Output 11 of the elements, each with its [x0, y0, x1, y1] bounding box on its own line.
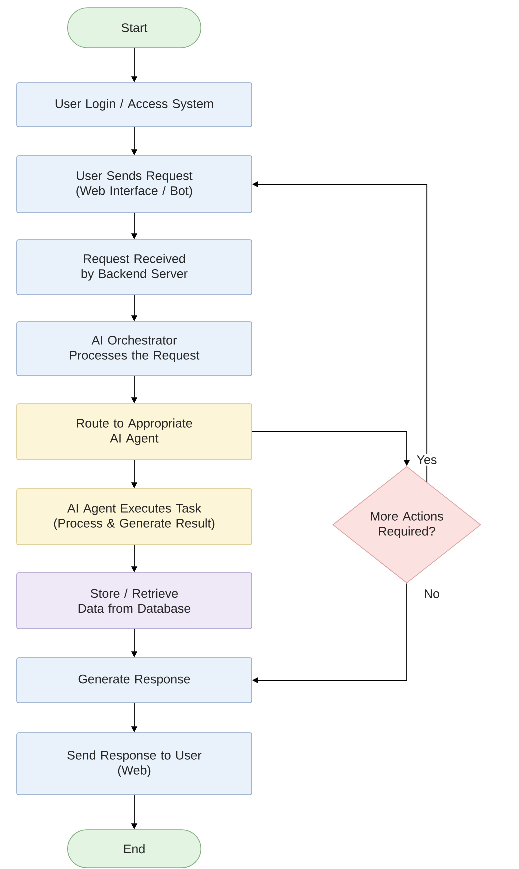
process-box: AI Orchestrator Processes the Request [16, 322, 252, 376]
process-box: User Sends Request (Web Interface / Bot) [16, 156, 252, 214]
edge-label: No [422, 588, 442, 600]
process-box: Generate Response [16, 658, 252, 704]
process-box: Store / Retrieve Data from Database [16, 572, 252, 630]
process-box: Send Response to User (Web) [16, 732, 252, 796]
process-box: User Login / Access System [16, 82, 252, 128]
process-box: Request Received by Backend Server [16, 240, 252, 296]
process-box: AI Agent Executes Task (Process & Generate Result) [16, 488, 252, 546]
process-box: Route to Appropriate AI Agent [16, 404, 252, 460]
edge-label: Yes [415, 454, 439, 466]
